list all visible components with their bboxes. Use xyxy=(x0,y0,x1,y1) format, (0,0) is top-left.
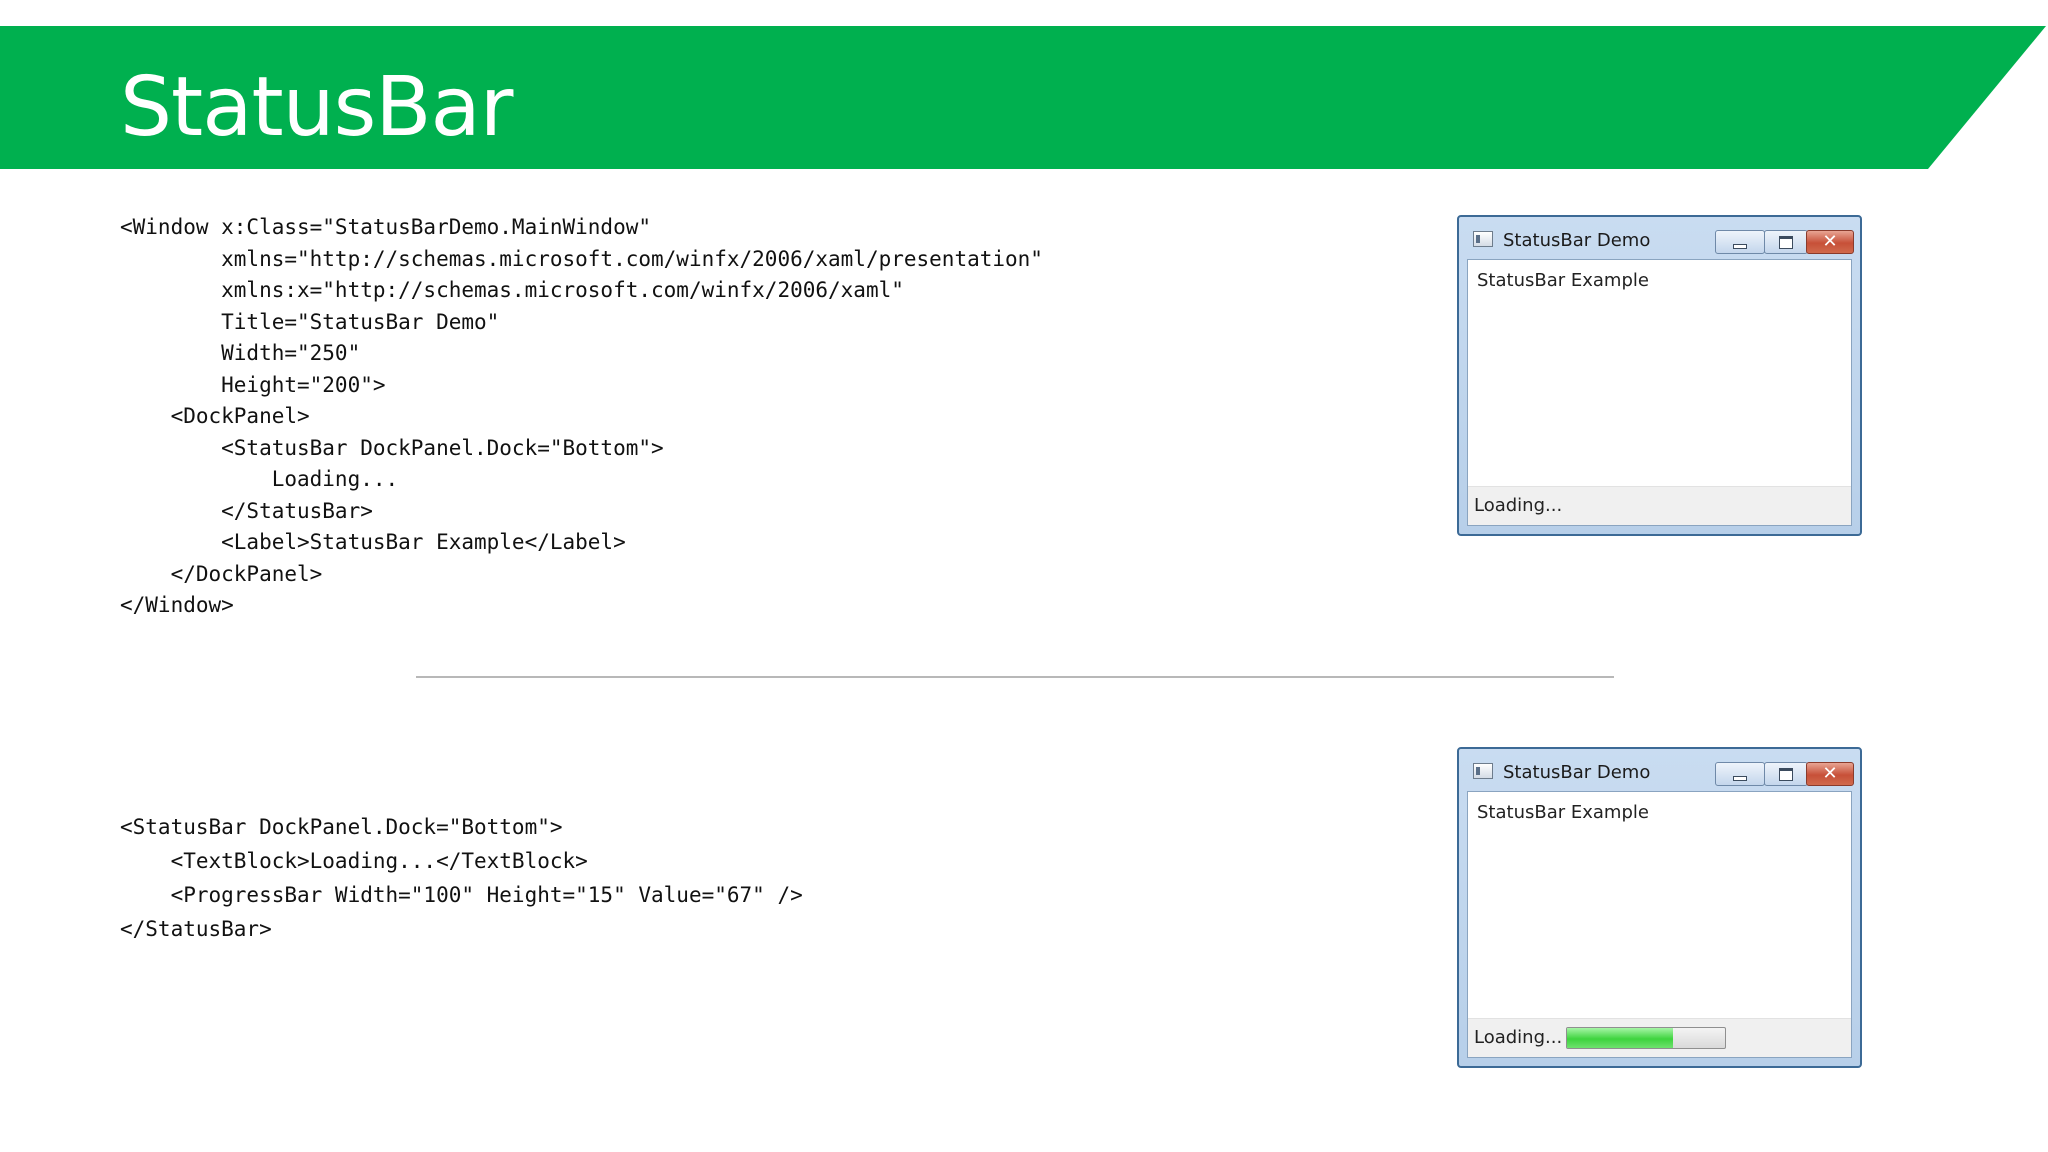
maximize-icon xyxy=(1779,235,1793,249)
window-client-area: StatusBar Example Loading... xyxy=(1467,259,1852,526)
window-titlebar[interactable]: StatusBar Demo ✕ xyxy=(1467,225,1854,255)
code-line: Height="200"> xyxy=(120,372,386,397)
slide-title: StatusBar xyxy=(120,60,514,155)
status-bar: Loading... xyxy=(1468,486,1851,525)
code-line: <ProgressBar Width="100" Height="15" Val… xyxy=(120,883,803,907)
code-line: <Window x:Class="StatusBarDemo.MainWindo… xyxy=(120,215,652,239)
maximize-icon xyxy=(1779,767,1793,781)
demo-window-progress: StatusBar Demo ✕ StatusBar Example Loadi… xyxy=(1457,747,1862,1068)
close-button[interactable]: ✕ xyxy=(1806,230,1854,254)
statusbar-example-label: StatusBar Example xyxy=(1477,270,1649,291)
status-bar: Loading... xyxy=(1468,1018,1851,1057)
code-line: </Window> xyxy=(120,593,234,617)
progress-fill xyxy=(1567,1028,1673,1048)
section-divider xyxy=(416,676,1614,678)
close-icon: ✕ xyxy=(1822,763,1838,784)
close-icon: ✕ xyxy=(1822,231,1838,252)
code-line: <TextBlock>Loading...</TextBlock> xyxy=(120,849,588,873)
close-button[interactable]: ✕ xyxy=(1806,762,1854,786)
title-banner: StatusBar xyxy=(0,26,2046,169)
window-titlebar[interactable]: StatusBar Demo ✕ xyxy=(1467,757,1854,787)
xaml-code-block-statusbar: <StatusBar DockPanel.Dock="Bottom"> <Tex… xyxy=(120,810,803,946)
window-app-icon xyxy=(1473,763,1493,779)
minimize-icon xyxy=(1733,775,1747,781)
code-line: xmlns="http://schemas.microsoft.com/winf… xyxy=(120,246,1043,271)
status-text: Loading... xyxy=(1474,1027,1563,1048)
minimize-button[interactable] xyxy=(1715,230,1765,254)
window-client-area: StatusBar Example Loading... xyxy=(1467,791,1852,1058)
window-app-icon xyxy=(1473,231,1493,247)
status-text: Loading... xyxy=(1474,495,1563,516)
minimize-button[interactable] xyxy=(1715,762,1765,786)
minimize-icon xyxy=(1733,243,1747,249)
code-line: <StatusBar DockPanel.Dock="Bottom"> xyxy=(120,815,563,839)
code-line: <Label>StatusBar Example</Label> xyxy=(120,530,626,554)
code-line: </StatusBar> xyxy=(120,917,272,941)
code-line: Title="StatusBar Demo" xyxy=(120,309,500,334)
code-line: <DockPanel> xyxy=(120,404,310,428)
xaml-code-block-window: <Window x:Class="StatusBarDemo.MainWindo… xyxy=(120,212,1043,622)
code-line: Width="250" xyxy=(120,341,361,365)
maximize-button[interactable] xyxy=(1764,762,1808,786)
code-line: </StatusBar> xyxy=(120,498,373,523)
window-title: StatusBar Demo xyxy=(1503,762,1651,783)
maximize-button[interactable] xyxy=(1764,230,1808,254)
progress-bar xyxy=(1566,1027,1726,1049)
code-line: <StatusBar DockPanel.Dock="Bottom"> xyxy=(120,435,664,460)
window-title: StatusBar Demo xyxy=(1503,230,1651,251)
statusbar-example-label: StatusBar Example xyxy=(1477,802,1649,823)
code-line: Loading... xyxy=(120,467,399,491)
code-line: xmlns:x="http://schemas.microsoft.com/wi… xyxy=(120,278,904,302)
code-line: </DockPanel> xyxy=(120,561,323,586)
demo-window-basic: StatusBar Demo ✕ StatusBar Example Loadi… xyxy=(1457,215,1862,536)
